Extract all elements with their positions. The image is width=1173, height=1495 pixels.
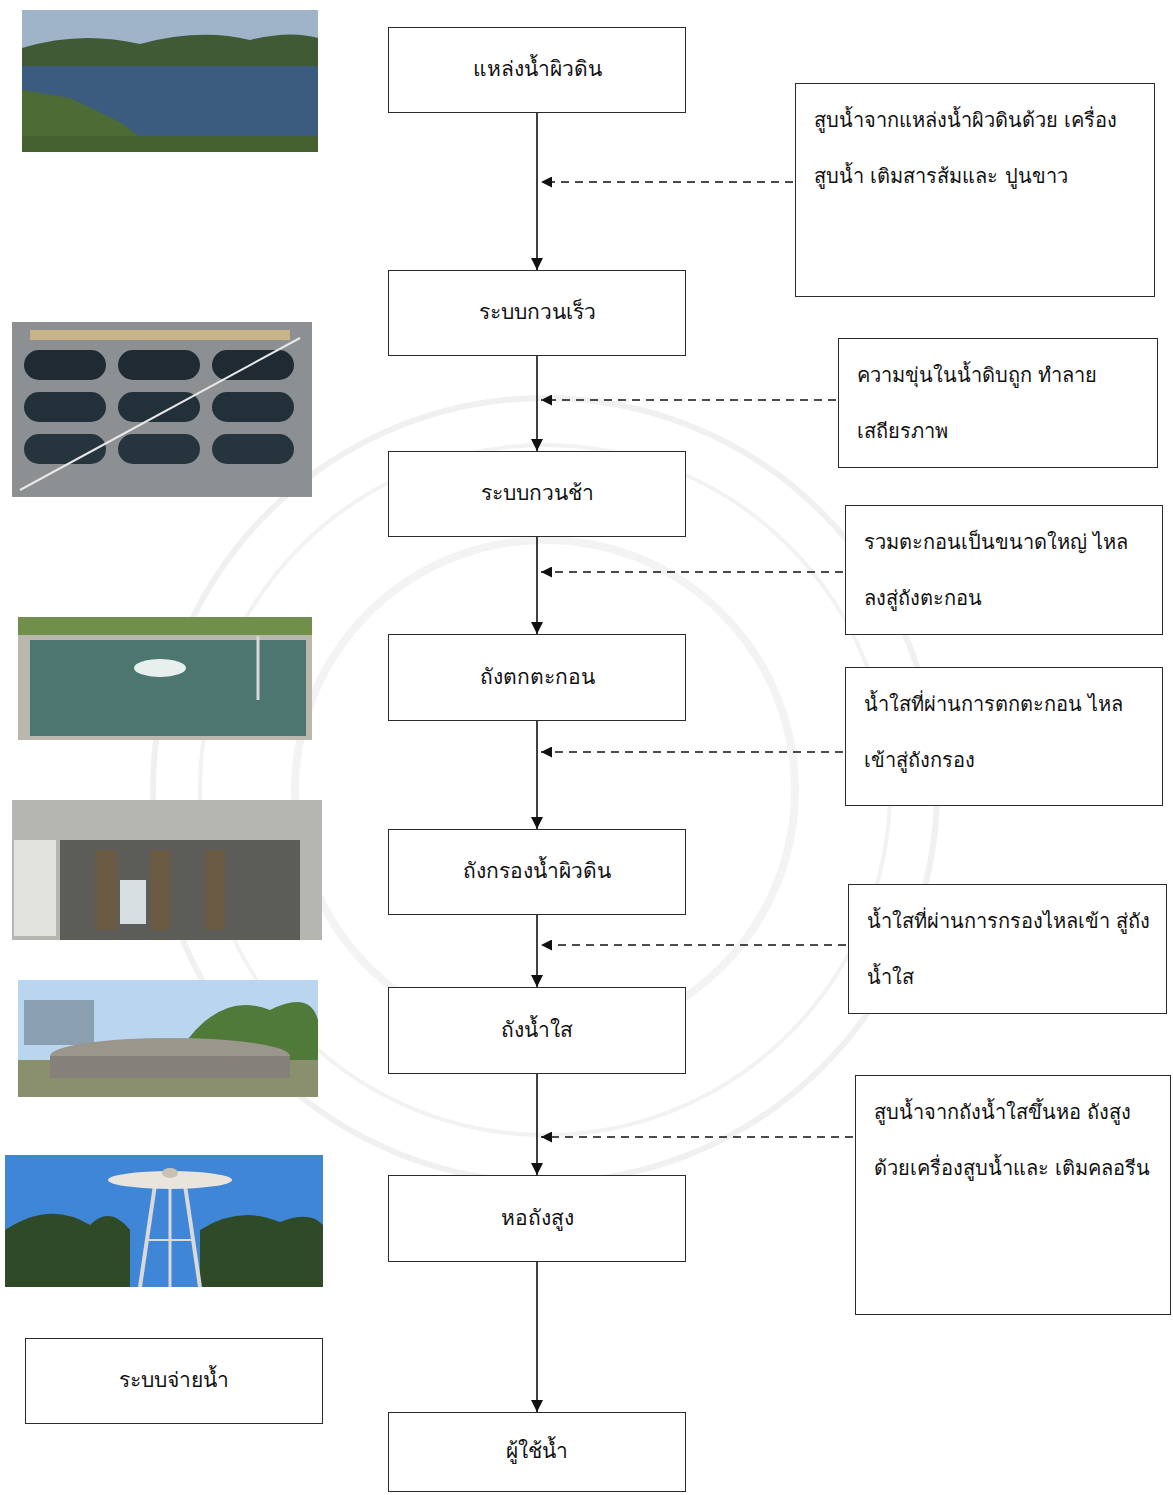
box-label: ระบบกวนเร็ว xyxy=(479,298,596,327)
mixing-channel xyxy=(24,350,106,380)
mixing-channel xyxy=(118,434,200,464)
note-box: น้ำใสที่ผ่านการตกตะกอน ไหลเข้าสู่ถังกรอง xyxy=(845,667,1163,806)
wooden-plank xyxy=(95,850,117,930)
sedimentation-photo xyxy=(18,617,312,740)
dashed-leader xyxy=(541,571,843,573)
river-photo xyxy=(22,10,318,152)
mixing-channel xyxy=(212,434,294,464)
flocculator-photo xyxy=(12,322,312,497)
mixing-channel xyxy=(118,392,200,422)
tank-top xyxy=(162,1168,178,1178)
ladder xyxy=(257,636,260,700)
flow-arrow xyxy=(536,113,538,270)
note-text: สูบน้ำจากแหล่งน้ำผิวดินด้วย เครื่องสูบน้… xyxy=(814,92,1140,204)
note-box: ความขุ่นในน้ำดิบถูก ทำลายเสถียรภาพ xyxy=(838,338,1158,468)
tower-photo xyxy=(5,1155,323,1287)
tower-leg xyxy=(140,1185,155,1287)
mixing-channel xyxy=(212,392,294,422)
dashed-leader xyxy=(541,399,836,401)
watermark-ring xyxy=(295,540,795,1040)
trees xyxy=(5,1214,130,1287)
dashed-leader xyxy=(541,1136,853,1138)
round-tank xyxy=(50,1056,290,1078)
trees xyxy=(200,1215,323,1287)
box-label: ถังกรองน้ำผิวดิน xyxy=(463,857,611,886)
rope xyxy=(20,338,300,490)
tower-leg xyxy=(185,1185,200,1287)
flow-arrow xyxy=(536,915,538,987)
note-box: รวมตะกอนเป็นขนาดใหญ่ ไหลลงสู่ถังตะกอน xyxy=(845,505,1163,635)
wall-steps xyxy=(14,840,56,936)
note-text: น้ำใสที่ผ่านการตกตะกอน ไหลเข้าสู่ถังกรอง xyxy=(864,676,1148,788)
wooden-beam xyxy=(30,330,290,340)
flow-arrow xyxy=(536,356,538,451)
note-box: สูบน้ำจากแหล่งน้ำผิวดินด้วย เครื่องสูบน้… xyxy=(795,83,1155,297)
wooden-plank xyxy=(205,850,225,930)
note-text: ความขุ่นในน้ำดิบถูก ทำลายเสถียรภาพ xyxy=(857,347,1143,459)
clear-tank-photo xyxy=(18,980,318,1097)
process-box: ผู้ใช้น้ำ xyxy=(388,1412,686,1492)
building xyxy=(24,1000,94,1045)
note-text: สูบน้ำจากถังน้ำใสขึ้นหอ ถังสูงด้วยเครื่อ… xyxy=(874,1084,1156,1196)
box-label: ถังตกตะกอน xyxy=(480,663,595,692)
flow-arrow xyxy=(536,1074,538,1175)
note-text: รวมตะกอนเป็นขนาดใหญ่ ไหลลงสู่ถังตะกอน xyxy=(864,514,1148,626)
mixing-channel xyxy=(118,350,200,380)
box-label: ระบบกวนช้า xyxy=(481,479,594,508)
process-box: แหล่งน้ำผิวดิน xyxy=(388,27,686,113)
dashed-leader xyxy=(541,944,846,946)
flow-arrow xyxy=(536,1262,538,1412)
box-label: หอถังสูง xyxy=(501,1204,574,1233)
process-box: ถังตกตะกอน xyxy=(388,634,686,721)
note-text: น้ำใสที่ผ่านการกรองไหลเข้า สู่ถังน้ำใส xyxy=(867,893,1152,1005)
filter-photo xyxy=(12,800,322,940)
water-splash xyxy=(134,659,186,677)
label-box: ระบบจ่ายน้ำ xyxy=(25,1338,323,1424)
filter-interior xyxy=(60,840,300,940)
box-label: ผู้ใช้น้ำ xyxy=(506,1437,568,1466)
dashed-leader xyxy=(541,181,793,183)
river-bank xyxy=(22,136,318,152)
process-box: ถังกรองน้ำผิวดิน xyxy=(388,829,686,915)
note-box: สูบน้ำจากถังน้ำใสขึ้นหอ ถังสูงด้วยเครื่อ… xyxy=(855,1075,1171,1315)
grass xyxy=(18,617,312,635)
process-box: หอถังสูง xyxy=(388,1175,686,1262)
tower-leg xyxy=(169,1185,172,1287)
box-label: ระบบจ่ายน้ำ xyxy=(119,1366,229,1395)
flow-arrow xyxy=(536,721,538,829)
tree-line xyxy=(22,34,318,70)
dashed-leader xyxy=(541,751,843,753)
box-label: ถังน้ำใส xyxy=(501,1016,573,1045)
mixing-channel xyxy=(24,392,106,422)
process-box: ถังน้ำใส xyxy=(388,987,686,1074)
box-label: แหล่งน้ำผิวดิน xyxy=(473,55,602,84)
process-box: ระบบกวนเร็ว xyxy=(388,270,686,356)
filter-water xyxy=(120,880,146,924)
note-box: น้ำใสที่ผ่านการกรองไหลเข้า สู่ถังน้ำใส xyxy=(848,884,1167,1014)
mixing-channel xyxy=(212,350,294,380)
process-box: ระบบกวนช้า xyxy=(388,451,686,537)
flow-arrow xyxy=(536,537,538,634)
tower-brace xyxy=(145,1239,195,1241)
tank-water xyxy=(30,640,306,736)
wooden-plank xyxy=(150,850,170,930)
